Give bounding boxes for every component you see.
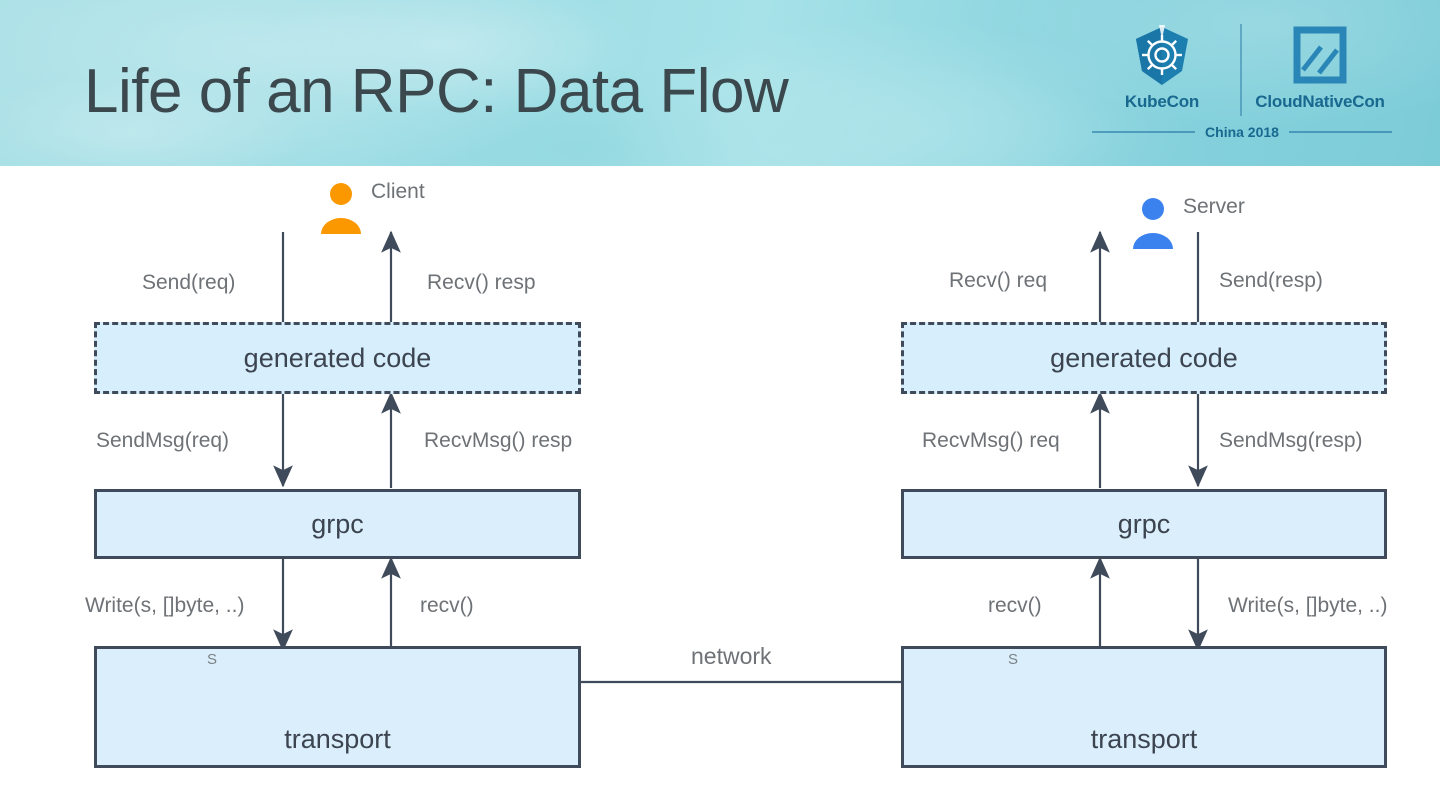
logo-event-year: China 2018 <box>1205 124 1279 140</box>
logo-rule-left <box>1092 131 1196 133</box>
header-cloud-decoration <box>0 70 320 166</box>
client-layer-generated-code[interactable]: generated code <box>94 322 581 394</box>
label-client-send-req: Send(req) <box>142 271 236 294</box>
rpc-data-flow-diagram: Client Server generated code grpc transp… <box>0 166 1440 810</box>
label-client-recv: recv() <box>420 594 474 617</box>
label-network: network <box>691 643 772 669</box>
server-layer-grpc[interactable]: grpc <box>901 489 1387 559</box>
client-stream-label: S <box>207 651 218 668</box>
logo-row: KubeCon CloudNativeCon <box>1092 24 1392 120</box>
server-transport-label: transport <box>1090 724 1198 754</box>
logo-footer: China 2018 <box>1092 124 1392 140</box>
client-layer-grpc[interactable]: grpc <box>94 489 581 559</box>
label-client-recvmsg-resp: RecvMsg() resp <box>424 429 573 452</box>
header-cloud-decoration <box>240 0 660 120</box>
cloudnativecon-logo-right: CloudNativeCon <box>1250 24 1390 112</box>
client-transport-label: transport <box>284 724 391 754</box>
kubecon-logo-left: KubeCon <box>1092 24 1232 112</box>
client-person-icon <box>318 178 364 234</box>
server-stream-label: S <box>1008 651 1019 668</box>
client-generated-code-label: generated code <box>243 342 432 373</box>
client-layer-transport[interactable]: transport <box>94 646 581 768</box>
client-grpc-label: grpc <box>311 508 364 539</box>
server-generated-code-label: generated code <box>1050 342 1238 373</box>
kubernetes-helm-icon <box>1131 24 1193 90</box>
server-layer-generated-code[interactable]: generated code <box>901 322 1387 394</box>
label-server-sendmsg-resp: SendMsg(resp) <box>1219 429 1363 452</box>
label-server-recvmsg-req: RecvMsg() req <box>922 429 1060 452</box>
label-server-write: Write(s, []byte, ..) <box>1228 594 1388 617</box>
slide-header: Life of an RPC: Data Flow <box>0 0 1440 166</box>
server-person-icon <box>1130 193 1176 249</box>
client-actor-label: Client <box>371 180 425 203</box>
header-cloud-decoration <box>620 60 1140 166</box>
logo-divider <box>1240 24 1242 116</box>
label-server-recv: recv() <box>988 594 1042 617</box>
cloud-native-square-icon <box>1289 24 1351 90</box>
kubecon-logo: KubeCon CloudNativeCon China <box>1092 24 1392 146</box>
page-title: Life of an RPC: Data Flow <box>84 57 789 126</box>
server-grpc-label: grpc <box>1117 508 1171 539</box>
label-client-write: Write(s, []byte, ..) <box>85 594 245 617</box>
label-server-recv-req: Recv() req <box>949 269 1048 292</box>
server-actor-label: Server <box>1183 195 1245 218</box>
server-layer-transport[interactable]: transport <box>901 646 1387 768</box>
label-client-sendmsg-req: SendMsg(req) <box>96 429 230 452</box>
cloudnativecon-wordmark: CloudNativeCon <box>1255 92 1385 111</box>
label-client-recv-resp: Recv() resp <box>427 271 536 294</box>
label-server-send-resp: Send(resp) <box>1219 269 1323 292</box>
kubecon-wordmark: KubeCon <box>1124 92 1200 111</box>
logo-rule-right <box>1288 131 1392 133</box>
